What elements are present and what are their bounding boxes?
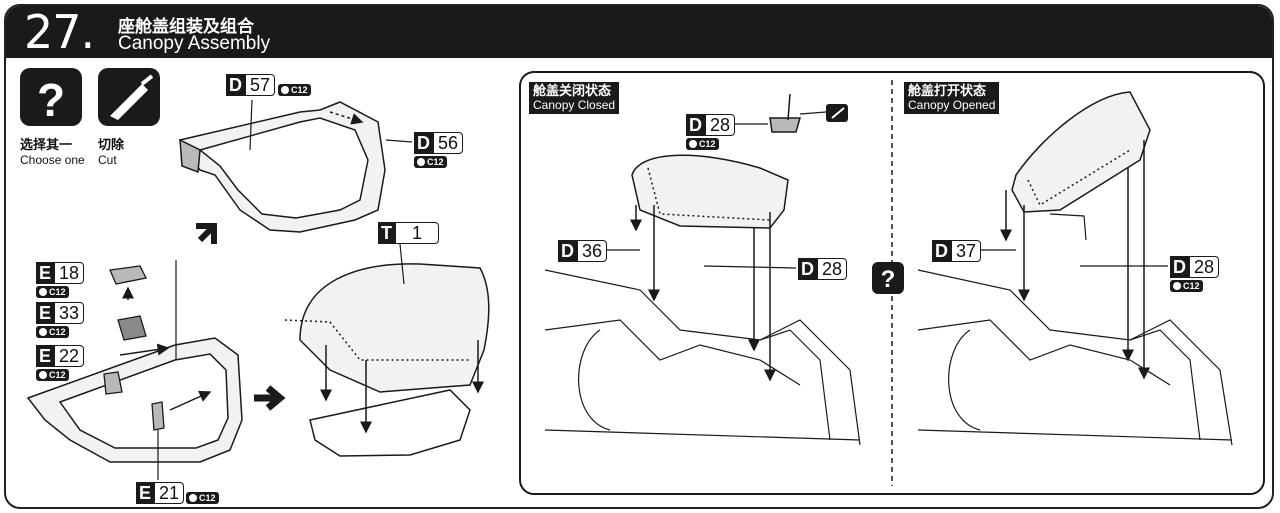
closed-canopy-part [631,154,789,229]
legend-label-cn: 选择其一 [20,137,73,152]
color-tag: C12 [36,369,69,381]
leader-cut-closed [799,111,827,115]
arrow-e22 [119,343,170,356]
color-tag: C12 [1170,280,1203,292]
step-title-cn: 座舱盖组装及组合 [118,17,254,36]
color-tag: C12 [36,286,69,298]
leader-d28-closed-b [703,265,797,269]
color-tag: C12 [686,138,719,150]
step-header: 27. 座舱盖组装及组合 Canopy Assembly [6,6,1272,58]
step-arrow-down-left [196,223,217,244]
part-e18-shape [109,265,147,285]
arrow-e21 [169,390,212,411]
fuselage-closed [544,269,861,446]
step-arrow-right [254,385,286,411]
opened-canopy-part [1011,91,1151,213]
svg-text:?: ? [37,74,65,126]
legend-label-en: Cut [98,153,117,167]
part-e21-shape [151,401,165,431]
canopy-t1-assembly [284,263,490,457]
part-e22-shape [103,371,123,395]
legend-choose-one: ? 选择其一 Choose one [20,68,85,167]
color-tag: C12 [186,492,219,504]
canopy-frame-part [178,101,386,233]
color-tag: C12 [36,326,69,338]
frame-subassembly [26,337,243,463]
legend-label-cn: 切除 [98,137,125,152]
part-e33-shape [117,315,147,341]
legend-cut: 切除 Cut [98,68,160,167]
fuselage-opened [917,269,1233,446]
instruction-frame: 27. 座舱盖组装及组合 Canopy Assembly [4,4,1274,509]
choose-one-marker [872,262,904,294]
knife-icon [98,68,160,126]
choose-one-marker-glyph: ? [881,266,896,293]
question-mark-icon: ? [20,68,82,126]
step-title-en: Canopy Assembly [118,33,271,54]
part-d28-hinge [769,93,801,133]
leader-d57 [249,99,253,151]
assembly-panel-border [519,71,1265,495]
color-tag: C12 [414,156,447,168]
legend-label-en: Choose one [20,153,85,167]
step-number: 27. [24,5,95,59]
leader-t1 [399,243,405,285]
state-label-opened: 舱盖打开状态 Canopy Opened [904,82,1000,114]
cut-marker-knife [831,107,845,119]
color-tag: C12 [278,84,311,96]
leader-hinge-opened [1049,213,1087,241]
state-label-closed: 舱盖关闭状态 Canopy Closed [529,82,620,114]
leader-d56 [385,139,413,143]
